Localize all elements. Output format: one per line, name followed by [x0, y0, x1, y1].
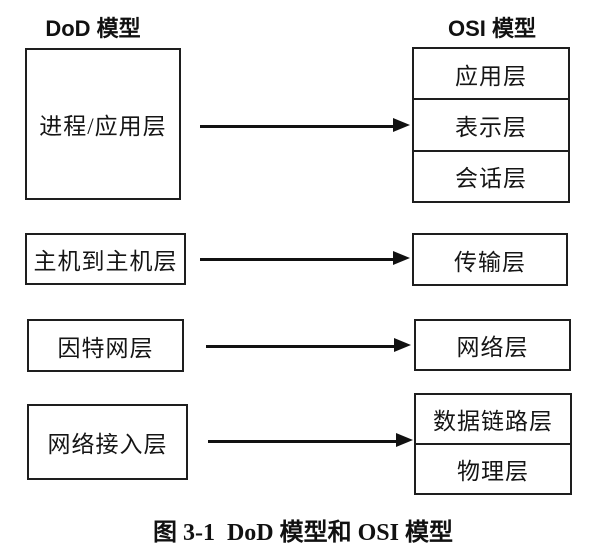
- osi-layer-network: 网络层: [414, 319, 571, 371]
- dod-layer-process-application-label: 进程/应用层: [39, 114, 167, 139]
- osi-layer-session-label: 会话层: [455, 166, 527, 192]
- dod-layer-process-application: 进程/应用层: [25, 48, 181, 200]
- osi-layer-data-link: 数据链路层: [416, 395, 570, 445]
- osi-layer-physical-label: 物理层: [457, 459, 529, 484]
- osi-layer-presentation: 表示层: [414, 100, 568, 152]
- osi-layer-physical: 物理层: [416, 445, 570, 493]
- figure-caption: 图 3-1 DoD 模型和 OSI 模型: [152, 520, 453, 546]
- osi-layer-application: 应用层: [414, 49, 568, 101]
- dod-layer-internet: 因特网层: [27, 319, 184, 372]
- arrowhead-right-icon: [394, 338, 411, 352]
- osi-model-title: OSI 模型: [447, 16, 536, 41]
- arrowhead-right-icon: [396, 433, 413, 447]
- arrow-shaft: [200, 258, 394, 261]
- arrowhead-right-icon: [393, 251, 410, 265]
- osi-layer-application-label: 应用层: [455, 63, 527, 89]
- osi-layer-transport: 传输层: [412, 233, 568, 286]
- osi-upper-layers-group: 应用层 表示层 会话层: [412, 47, 570, 203]
- dod-layer-network-access: 网络接入层: [27, 404, 188, 480]
- arrow-shaft: [206, 345, 395, 348]
- osi-layer-presentation-label: 表示层: [455, 114, 527, 140]
- osi-layer-session: 会话层: [414, 152, 568, 201]
- osi-layer-network-label: 网络层: [456, 335, 529, 360]
- arrowhead-right-icon: [393, 118, 410, 132]
- arrow-shaft: [208, 440, 397, 443]
- dod-layer-host-to-host-label: 主机到主机层: [33, 249, 178, 274]
- dod-layer-host-to-host: 主机到主机层: [25, 233, 186, 285]
- arrow-shaft: [200, 125, 394, 128]
- osi-lower-layers-group: 数据链路层 物理层: [414, 393, 572, 495]
- osi-layer-data-link-label: 数据链路层: [433, 409, 553, 434]
- dod-model-title: DoD 模型: [45, 16, 141, 41]
- dod-layer-network-access-label: 网络接入层: [47, 432, 168, 457]
- dod-layer-internet-label: 因特网层: [57, 335, 154, 361]
- osi-layer-transport-label: 传输层: [454, 249, 526, 275]
